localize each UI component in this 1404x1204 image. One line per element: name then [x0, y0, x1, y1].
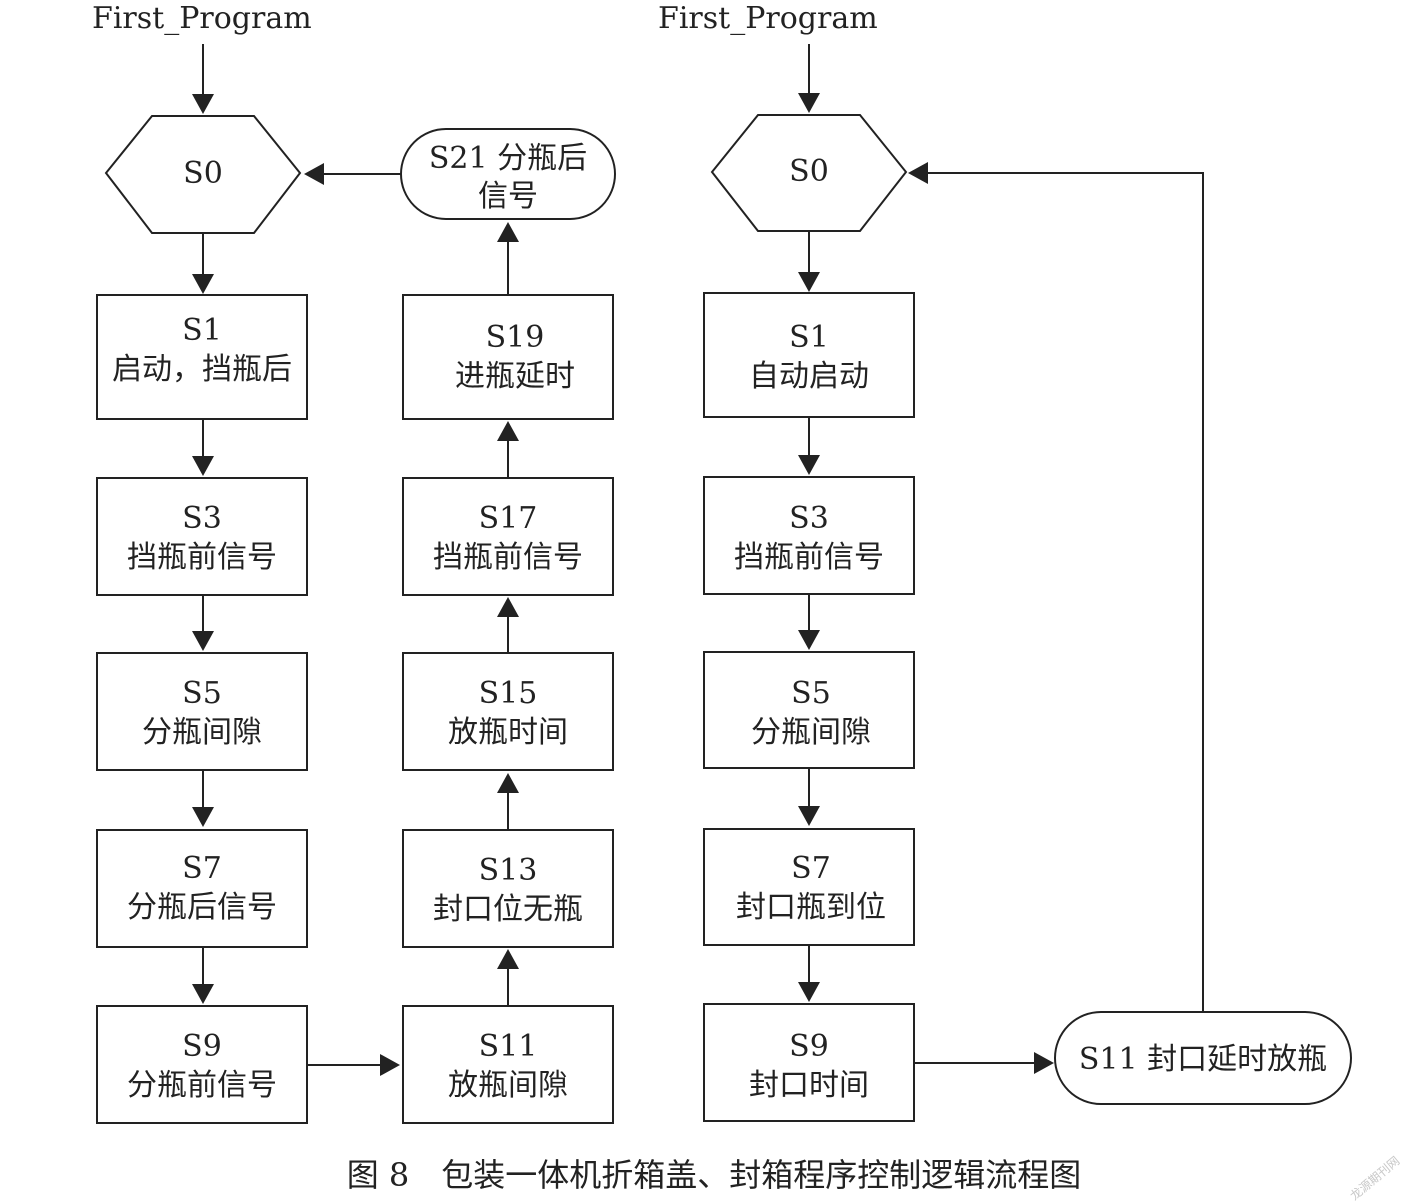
right-s11-label: S11 封口延时放瓶	[1079, 1042, 1327, 1077]
left-s15-box	[402, 652, 614, 771]
left-s3-desc: 挡瓶前信号	[127, 540, 277, 575]
left-s19-desc: 进瓶延时	[455, 359, 575, 394]
right-s3-id: S3	[789, 501, 829, 536]
left-s21-line1: S21 分瓶后	[429, 141, 587, 176]
watermark-text: 龙源期刊网	[1347, 1154, 1402, 1203]
left-entry-arrowhead	[192, 94, 214, 114]
left-s19-id: S19	[486, 320, 545, 355]
left-s11-s13-arrowhead	[497, 949, 519, 969]
right-s9-desc: 封口时间	[749, 1068, 869, 1103]
left-s17-desc: 挡瓶前信号	[433, 540, 583, 575]
left-s9-box	[96, 1005, 308, 1124]
left-s9-id: S9	[182, 1029, 222, 1064]
left-s7-box	[96, 829, 308, 948]
left-s5-desc: 分瓶间隙	[142, 715, 262, 750]
right-s1-desc: 自动启动	[749, 359, 869, 394]
right-s1-box	[703, 292, 915, 418]
left-s13-s15-arrowhead	[497, 773, 519, 793]
right-s11-s0-arrowhead	[908, 162, 928, 184]
left-s0-s1-arrowhead	[192, 274, 214, 294]
right-s0-label: S0	[789, 154, 829, 189]
right-s9-id: S9	[789, 1029, 829, 1064]
right-entry-arrowhead	[798, 93, 820, 113]
left-s13-id: S13	[479, 853, 538, 888]
left-s5-box	[96, 652, 308, 771]
left-s15-id: S15	[479, 676, 538, 711]
left-s17-id: S17	[479, 501, 538, 536]
left-s21-line2: 信号	[478, 179, 538, 214]
figure-caption: 图 8 包装一体机折箱盖、封箱程序控制逻辑流程图	[347, 1156, 1082, 1194]
right-s11-s0-loop-connector	[926, 172, 1204, 1012]
right-s5-id: S5	[791, 676, 831, 711]
right-s7-s9-arrowhead	[798, 982, 820, 1002]
left-s1-box	[96, 294, 308, 420]
left-s3-id: S3	[182, 501, 222, 536]
left-entry-label: First_Program	[92, 1, 312, 36]
left-s19-s21-arrowhead	[497, 222, 519, 242]
right-s0-hexagon	[710, 114, 908, 232]
left-s1-s3-arrowhead	[192, 456, 214, 476]
right-s5-s7-arrowhead	[798, 806, 820, 826]
left-s11-box	[402, 1005, 614, 1124]
left-s7-s9-arrowhead	[192, 984, 214, 1004]
right-s5-box	[703, 651, 915, 769]
left-s0-label: S0	[183, 156, 223, 191]
left-s19-box	[402, 294, 614, 420]
left-s1-desc: 启动，挡瓶后	[112, 352, 292, 387]
left-s5-s7-arrowhead	[192, 807, 214, 827]
right-s3-box	[703, 476, 915, 595]
right-s3-desc: 挡瓶前信号	[734, 540, 884, 575]
left-s13-box	[402, 829, 614, 948]
right-s9-s11-arrowhead	[1034, 1052, 1054, 1074]
left-s3-box	[96, 477, 308, 596]
left-s3-s5-arrowhead	[192, 631, 214, 651]
right-s1-id: S1	[789, 320, 829, 355]
left-s7-desc: 分瓶后信号	[127, 890, 277, 925]
right-s1-s3-arrowhead	[798, 455, 820, 475]
left-s11-desc: 放瓶间隙	[448, 1068, 568, 1103]
left-s15-s17-arrowhead	[497, 597, 519, 617]
left-s7-id: S7	[182, 851, 222, 886]
right-s7-id: S7	[791, 851, 831, 886]
right-s7-desc: 封口瓶到位	[736, 890, 886, 925]
left-s5-id: S5	[182, 676, 222, 711]
left-s9-s11-arrowhead	[380, 1054, 400, 1076]
left-s13-desc: 封口位无瓶	[433, 892, 583, 927]
right-s9-box	[703, 1003, 915, 1122]
right-s7-box	[703, 828, 915, 946]
left-s17-box	[402, 477, 614, 596]
left-s17-s19-arrowhead	[497, 421, 519, 441]
right-s5-desc: 分瓶间隙	[751, 715, 871, 750]
right-entry-label: First_Program	[658, 1, 878, 36]
left-s21-s0-arrowhead	[304, 163, 324, 185]
left-s0-hexagon	[104, 115, 302, 234]
left-s1-id: S1	[182, 313, 222, 348]
right-s3-s5-arrowhead	[798, 630, 820, 650]
left-s9-desc: 分瓶前信号	[127, 1068, 277, 1103]
right-s0-s1-arrowhead	[798, 272, 820, 292]
left-s15-desc: 放瓶时间	[448, 715, 568, 750]
left-s11-id: S11	[479, 1029, 538, 1064]
